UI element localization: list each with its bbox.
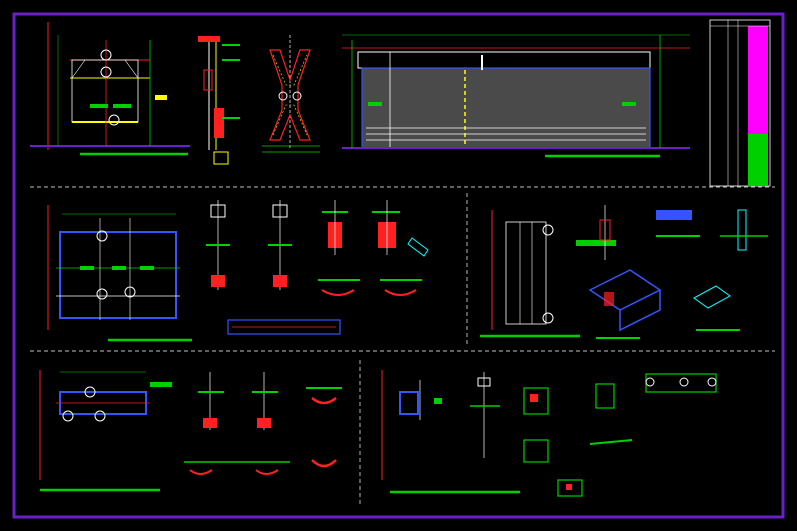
section-marker-icon <box>108 114 120 126</box>
section-marker-icon <box>100 66 112 78</box>
drawing-plan-2 <box>39 370 172 492</box>
section-marker-icon <box>94 410 106 422</box>
drawing-sections-bottom <box>184 372 342 475</box>
drawing-column-section <box>198 36 240 165</box>
drawing-stair-plan <box>480 205 768 338</box>
section-marker-icon <box>84 386 96 398</box>
drawing-isometric <box>588 269 740 339</box>
drawing-plan-1 <box>47 205 192 342</box>
section-marker-icon <box>62 410 74 422</box>
section-marker-icon <box>96 288 108 300</box>
section-marker-icon <box>707 377 717 387</box>
drawing-main-elevation <box>342 34 690 158</box>
sheet-border <box>12 12 785 519</box>
drawing-bottom-right <box>381 370 717 497</box>
drawing-elevation-1 <box>30 22 190 156</box>
schedule-table <box>709 19 771 187</box>
section-marker-icon <box>542 224 554 236</box>
section-marker-icon <box>645 377 655 387</box>
section-marker-icon <box>124 286 136 298</box>
drawing-bracket-detail <box>262 35 320 153</box>
drawing-sections-middle <box>206 200 429 335</box>
section-marker-icon <box>96 230 108 242</box>
section-marker-icon <box>100 49 112 61</box>
section-marker-icon <box>679 377 689 387</box>
section-marker-icon <box>542 312 554 324</box>
